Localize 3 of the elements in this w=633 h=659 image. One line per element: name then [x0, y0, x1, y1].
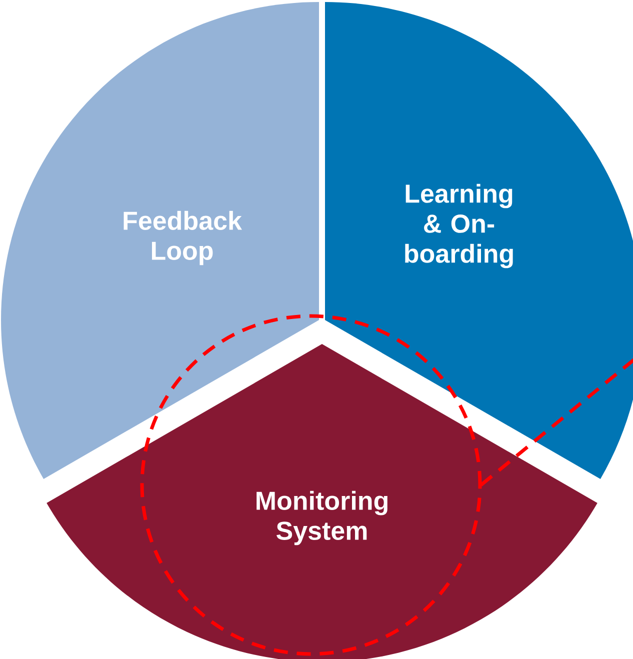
- pie-slice: Learning & On-boarding: [325, 2, 633, 479]
- pie-slice: Monitoring System: [46, 344, 598, 659]
- pie-slice: Feedback Loop: [1, 2, 319, 479]
